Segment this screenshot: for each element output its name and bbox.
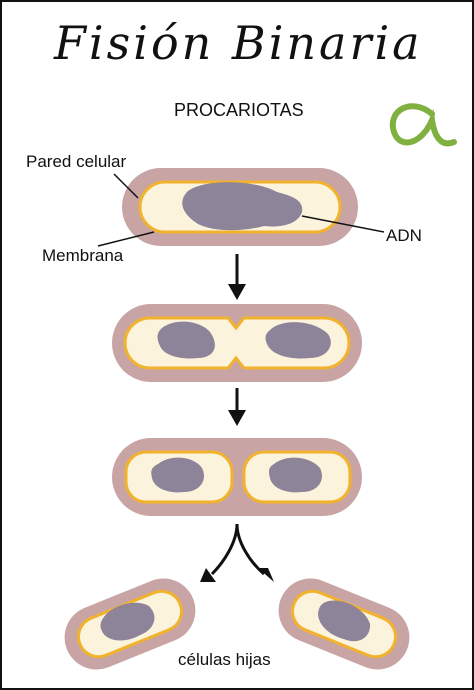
split-arrows-icon [200,523,274,582]
logo-icon [389,103,457,147]
dna-blob [151,457,204,493]
arrow-down-icon [228,254,246,300]
arrow-down-icon [228,388,246,426]
cell-stage-2 [112,304,362,382]
cell-stage-1 [122,168,358,246]
daughter-cells-label: células hijas [178,650,271,669]
dna-blob [157,321,215,359]
cell-stage-3 [112,438,362,516]
dna-blob [100,602,155,641]
cell-wall-leader-line [113,173,139,199]
membrane-label: Membrana [42,246,124,265]
dna-blob [318,600,371,642]
diagram-title: Fisión Binaria [54,16,423,70]
dna-label: ADN [386,226,422,245]
daughter-cell-right [278,578,410,670]
dna-blob [182,182,303,231]
daughter-cell-left [64,578,196,670]
membrane-leader-line [97,231,155,247]
dna-blob [269,457,322,493]
dna-blob [265,322,331,359]
diagram-subtitle: PROCARIOTAS [174,100,304,120]
cell-wall-label: Pared celular [26,152,127,171]
dna-leader-line [301,215,385,233]
